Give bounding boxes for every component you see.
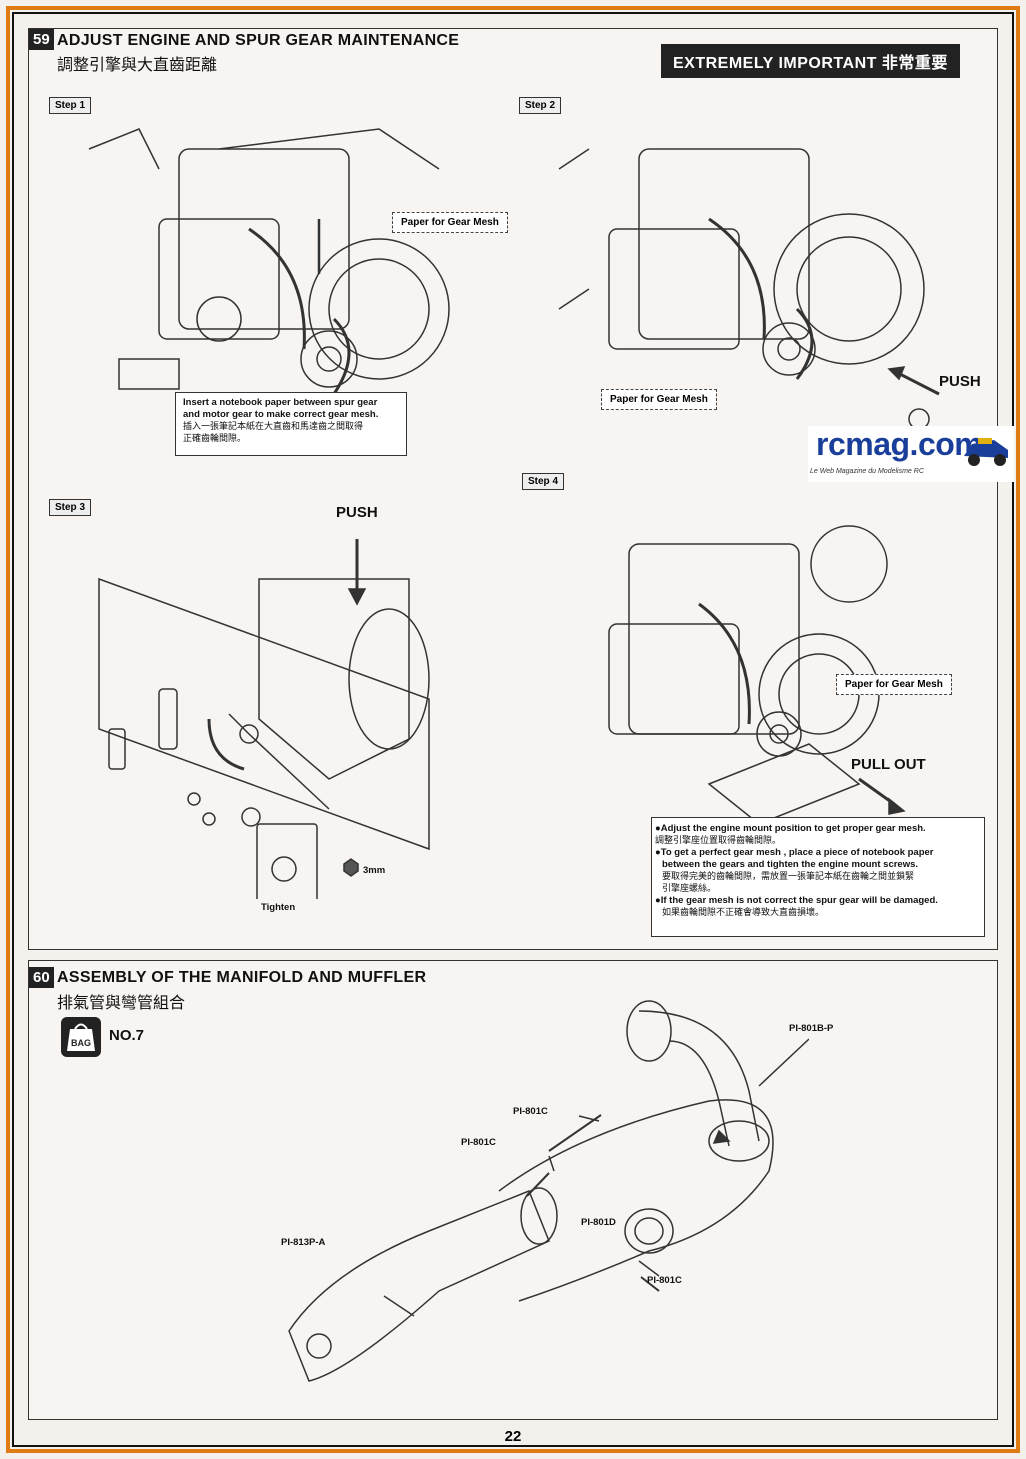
step-1-note: Insert a notebook paper between spur gea…	[183, 397, 378, 445]
rc-car-icon	[964, 438, 1008, 466]
gear-mesh-notes-box	[651, 817, 985, 937]
part-label-pi-813p-a: PI-813P-A	[281, 1237, 326, 1248]
step-4-label: Step 4	[522, 473, 565, 490]
step-1-note-box	[175, 392, 407, 456]
bag-number: NO.7	[109, 1027, 145, 1044]
step-2-push-label: PUSH	[939, 373, 981, 390]
step-1-label: Step 1	[49, 97, 92, 114]
bag-icon-label: BAG	[71, 1038, 91, 1048]
manifold-muffler-illustration	[288, 1000, 809, 1382]
step-1-note-cn2: 正確齒輪間隙。	[183, 434, 247, 444]
page-number: 22	[504, 1428, 522, 1445]
section-subtitle-cn: 調整引擎與大直齒距離	[57, 55, 218, 74]
step-4-pull-out-label: PULL OUT	[851, 756, 926, 773]
step-4-paper-callout: Paper for Gear Mesh	[836, 674, 952, 695]
step-1-paper-callout: Paper for Gear Mesh	[392, 212, 508, 233]
part-label-pi-801c-left: PI-801C	[461, 1137, 496, 1148]
part-label-pi-801c-lower: PI-801C	[647, 1275, 682, 1286]
section-number: 59	[29, 29, 54, 50]
note-3-cn: 如果齒輪間隙不正確會導致大直齒損壞。	[662, 908, 825, 918]
step-3-tool-size: 3mm	[363, 865, 386, 876]
section-59: 59 ADJUST ENGINE AND SPUR GEAR MAINTENAN…	[28, 28, 998, 950]
step-1-engine-illustration	[88, 128, 450, 395]
section-subtitle-cn: 排氣管與彎管組合	[57, 993, 186, 1012]
section-number: 60	[29, 967, 54, 988]
step-1-note-en2: and motor gear to make correct gear mesh…	[183, 409, 379, 420]
step-3-tighten-label: Tighten	[261, 902, 296, 913]
note-1-en: ●Adjust the engine mount position to get…	[655, 823, 926, 834]
part-label-pi-801b-p: PI-801B-P	[789, 1023, 834, 1034]
rcmag-tagline: Le Web Magazine du Modelisme RC	[810, 468, 924, 475]
step-2-label: Step 2	[519, 97, 562, 114]
note-2-cn2: 引擎座螺絲。	[662, 884, 717, 894]
step-2-engine-illustration	[558, 148, 940, 429]
note-2-en2: between the gears and tighten the engine…	[662, 859, 919, 870]
gear-mesh-notes: ●Adjust the engine mount position to get…	[655, 823, 938, 919]
rcmag-watermark-logo: rcmag.com Le Web Magazine du Modelisme R…	[808, 426, 1014, 482]
section-60: 60 ASSEMBLY OF THE MANIFOLD AND MUFFLER …	[28, 960, 998, 1420]
rcmag-brand: rcmag.com	[816, 426, 983, 462]
page-border	[12, 12, 1014, 1447]
step-3-label: Step 3	[49, 499, 92, 516]
important-badge: EXTREMELY IMPORTANT 非常重要	[661, 44, 960, 78]
step-1-note-cn1: 插入一張筆記本紙在大直齒和馬達齒之間取得	[183, 422, 364, 432]
section-title: ASSEMBLY OF THE MANIFOLD AND MUFFLER	[57, 969, 427, 986]
step-4-engine-illustration	[608, 525, 906, 824]
step-1-note-en1: Insert a notebook paper between spur gea…	[183, 397, 378, 408]
note-3-en: ●If the gear mesh is not correct the spu…	[655, 895, 938, 906]
step-2-paper-callout: Paper for Gear Mesh	[601, 389, 717, 410]
page-frame	[6, 6, 1020, 1453]
note-2-cn: 要取得完美的齒輪間隙，需放置一張筆記本紙在齒輪之間並鎖緊	[662, 872, 915, 882]
bag-icon: BAG	[61, 1017, 101, 1057]
note-2-en: ●To get a perfect gear mesh , place a pi…	[655, 847, 934, 858]
part-label-pi-801d: PI-801D	[581, 1217, 616, 1228]
step-3-mount-illustration	[98, 539, 430, 899]
note-1-cn: 調整引擎座位置取得齒輪間隙。	[655, 836, 782, 846]
part-label-pi-801c-upper: PI-801C	[513, 1106, 548, 1117]
step-3-push-label: PUSH	[336, 504, 378, 521]
section-title: ADJUST ENGINE AND SPUR GEAR MAINTENANCE	[57, 32, 460, 49]
